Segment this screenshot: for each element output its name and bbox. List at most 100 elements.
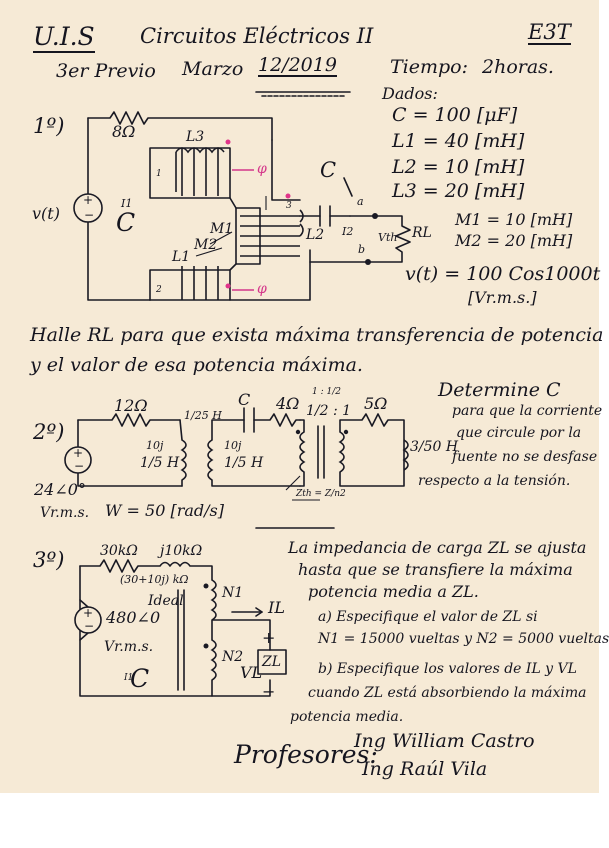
label-z3: (30+10j) kΩ [120, 573, 189, 586]
label-b: b [358, 243, 366, 256]
label-c2: C [238, 390, 251, 409]
svg-text:+: + [83, 606, 93, 620]
label-n2: N2 [222, 649, 244, 665]
label-phi-bottom: φ [257, 281, 267, 297]
label-source3: 480∠0 [106, 608, 161, 627]
separator [255, 527, 335, 529]
label-ratio: 1/2 : 1 [306, 403, 352, 419]
problem2-statement-3: fuente no se desfase [452, 449, 598, 465]
label-l-top: 1/25 H [184, 409, 222, 422]
label-lleft: 1/5 H [140, 455, 180, 471]
dados-title: Dados: [382, 84, 438, 103]
label-5ohm: 5Ω [364, 394, 388, 413]
label-minus: − [262, 682, 276, 701]
problem2-statement-4: respecto a la tensión. [418, 473, 571, 489]
label-j10k: j10kΩ [160, 543, 203, 559]
label-lend: 3/50 H [410, 439, 459, 455]
source-units: [Vr.m.s.] [468, 288, 537, 307]
label-a: a [357, 195, 364, 208]
label-i1-p3: I1 [124, 673, 134, 683]
problem2-statement-0: Determine C [438, 379, 561, 401]
source-expression: v(t) = 100 Cos1000t [405, 263, 601, 285]
label-xright: 10j [224, 439, 242, 452]
label-8ohm: 8Ω [112, 122, 136, 141]
label-l2: L2 [306, 227, 325, 243]
label-vl: VL [240, 663, 263, 682]
course-title: Circuitos Eléctricos II [140, 24, 374, 48]
label-vt: v(t) [32, 204, 60, 223]
given-m1: M1 = 10 [mH] [455, 210, 573, 229]
circuit3: + − [74, 559, 287, 697]
label-zth: Zth = Z/n2 [296, 489, 346, 499]
school-name: U.I.S [33, 22, 95, 53]
problem3-number: 3º) [33, 548, 65, 572]
label-i1: I1 [121, 197, 133, 210]
exam-date: 12/2019 [258, 54, 337, 77]
label-units3: Vr.m.s. [104, 639, 154, 655]
label-i2: I2 [342, 225, 354, 238]
label-source2: 24∠0° [34, 480, 86, 499]
time-label: Tiempo: [390, 56, 469, 78]
problem2-statement-1: para que la corriente [452, 403, 603, 419]
exam-code: E3T [528, 20, 571, 45]
label-zl: ZL [262, 654, 282, 670]
professors-label: Profesores: [234, 740, 378, 769]
label-loop-c: C [116, 208, 136, 237]
svg-text:−: − [74, 459, 84, 473]
problem2-statement-2: que circule por la [456, 425, 582, 441]
problem3-statement-2: potencia media a ZL. [308, 582, 479, 601]
given-c: C = 100 [μF] [392, 104, 518, 126]
given-l2: L2 = 10 [mH] [392, 156, 525, 178]
label-lright: 1/5 H [224, 455, 264, 471]
circuit2: + − [64, 407, 409, 501]
label-ratio-top: 1 : 1/2 [312, 387, 341, 397]
problem3-statement-5: b) Especifique los valores de IL y VL [318, 661, 577, 677]
problem3-statement-0: La impedancia de carga ZL se ajusta [288, 538, 587, 557]
label-n1: N1 [222, 585, 244, 601]
svg-text:−: − [84, 208, 94, 222]
header-underlines [255, 91, 351, 97]
problem3-statement-4: N1 = 15000 vueltas y N2 = 5000 vueltas [318, 631, 609, 647]
problem3-statement-6: cuando ZL está absorbiendo la máxima [308, 685, 587, 701]
problem3-statement-1: hasta que se transfiere la máxima [298, 560, 573, 579]
svg-text:+: + [83, 193, 93, 207]
label-rl: RL [412, 225, 432, 241]
circuit1: + − [73, 111, 411, 301]
node-3: 3 [286, 201, 292, 211]
problem1-number: 1º) [33, 114, 65, 138]
problem3-statement-7: potencia media. [290, 709, 404, 725]
label-l1: L1 [172, 249, 191, 265]
label-units2: Vr.m.s. [40, 505, 90, 521]
label-phi-top: φ [257, 161, 267, 177]
problem2-number: 2º) [33, 420, 65, 444]
svg-text:−: − [84, 619, 94, 633]
label-l3: L3 [186, 129, 205, 145]
given-m2: M2 = 20 [mH] [455, 231, 573, 250]
professor-1: Ing William Castro [354, 730, 535, 752]
given-l3: L3 = 20 [mH] [392, 180, 525, 202]
problem1-statement-line1: Halle RL para que exista máxima transfer… [30, 324, 604, 346]
label-il: IL [268, 598, 285, 617]
label-vth: Vth [378, 231, 398, 244]
problem3-statement-3: a) Especifique el valor de ZL si [318, 609, 538, 625]
label-loop3: C [130, 664, 150, 693]
label-xleft: 10j [146, 439, 164, 452]
node-2: 2 [156, 285, 162, 295]
label-omega: W = 50 [rad/s] [105, 501, 224, 520]
time-value: 2horas. [482, 56, 554, 78]
label-ideal: Ideal [148, 593, 184, 609]
svg-text:+: + [73, 446, 83, 460]
exam-month: Marzo [182, 58, 244, 80]
exam-name: 3er Previo [56, 60, 156, 82]
label-12ohm: 12Ω [114, 396, 148, 415]
given-l1: L1 = 40 [mH] [392, 130, 525, 152]
problem1-statement-line2: y el valor de esa potencia máxima. [30, 354, 363, 376]
label-4ohm: 4Ω [276, 394, 300, 413]
exam-sheet: U.I.S Circuitos Eléctricos II E3T 3er Pr… [0, 0, 609, 793]
label-m2: M2 [194, 237, 218, 253]
node-1: 1 [156, 169, 162, 179]
label-30k: 30kΩ [100, 543, 138, 559]
label-c1: C [320, 158, 337, 182]
professor-2: Ing Raúl Vila [362, 758, 488, 780]
label-plus: + [262, 628, 276, 647]
